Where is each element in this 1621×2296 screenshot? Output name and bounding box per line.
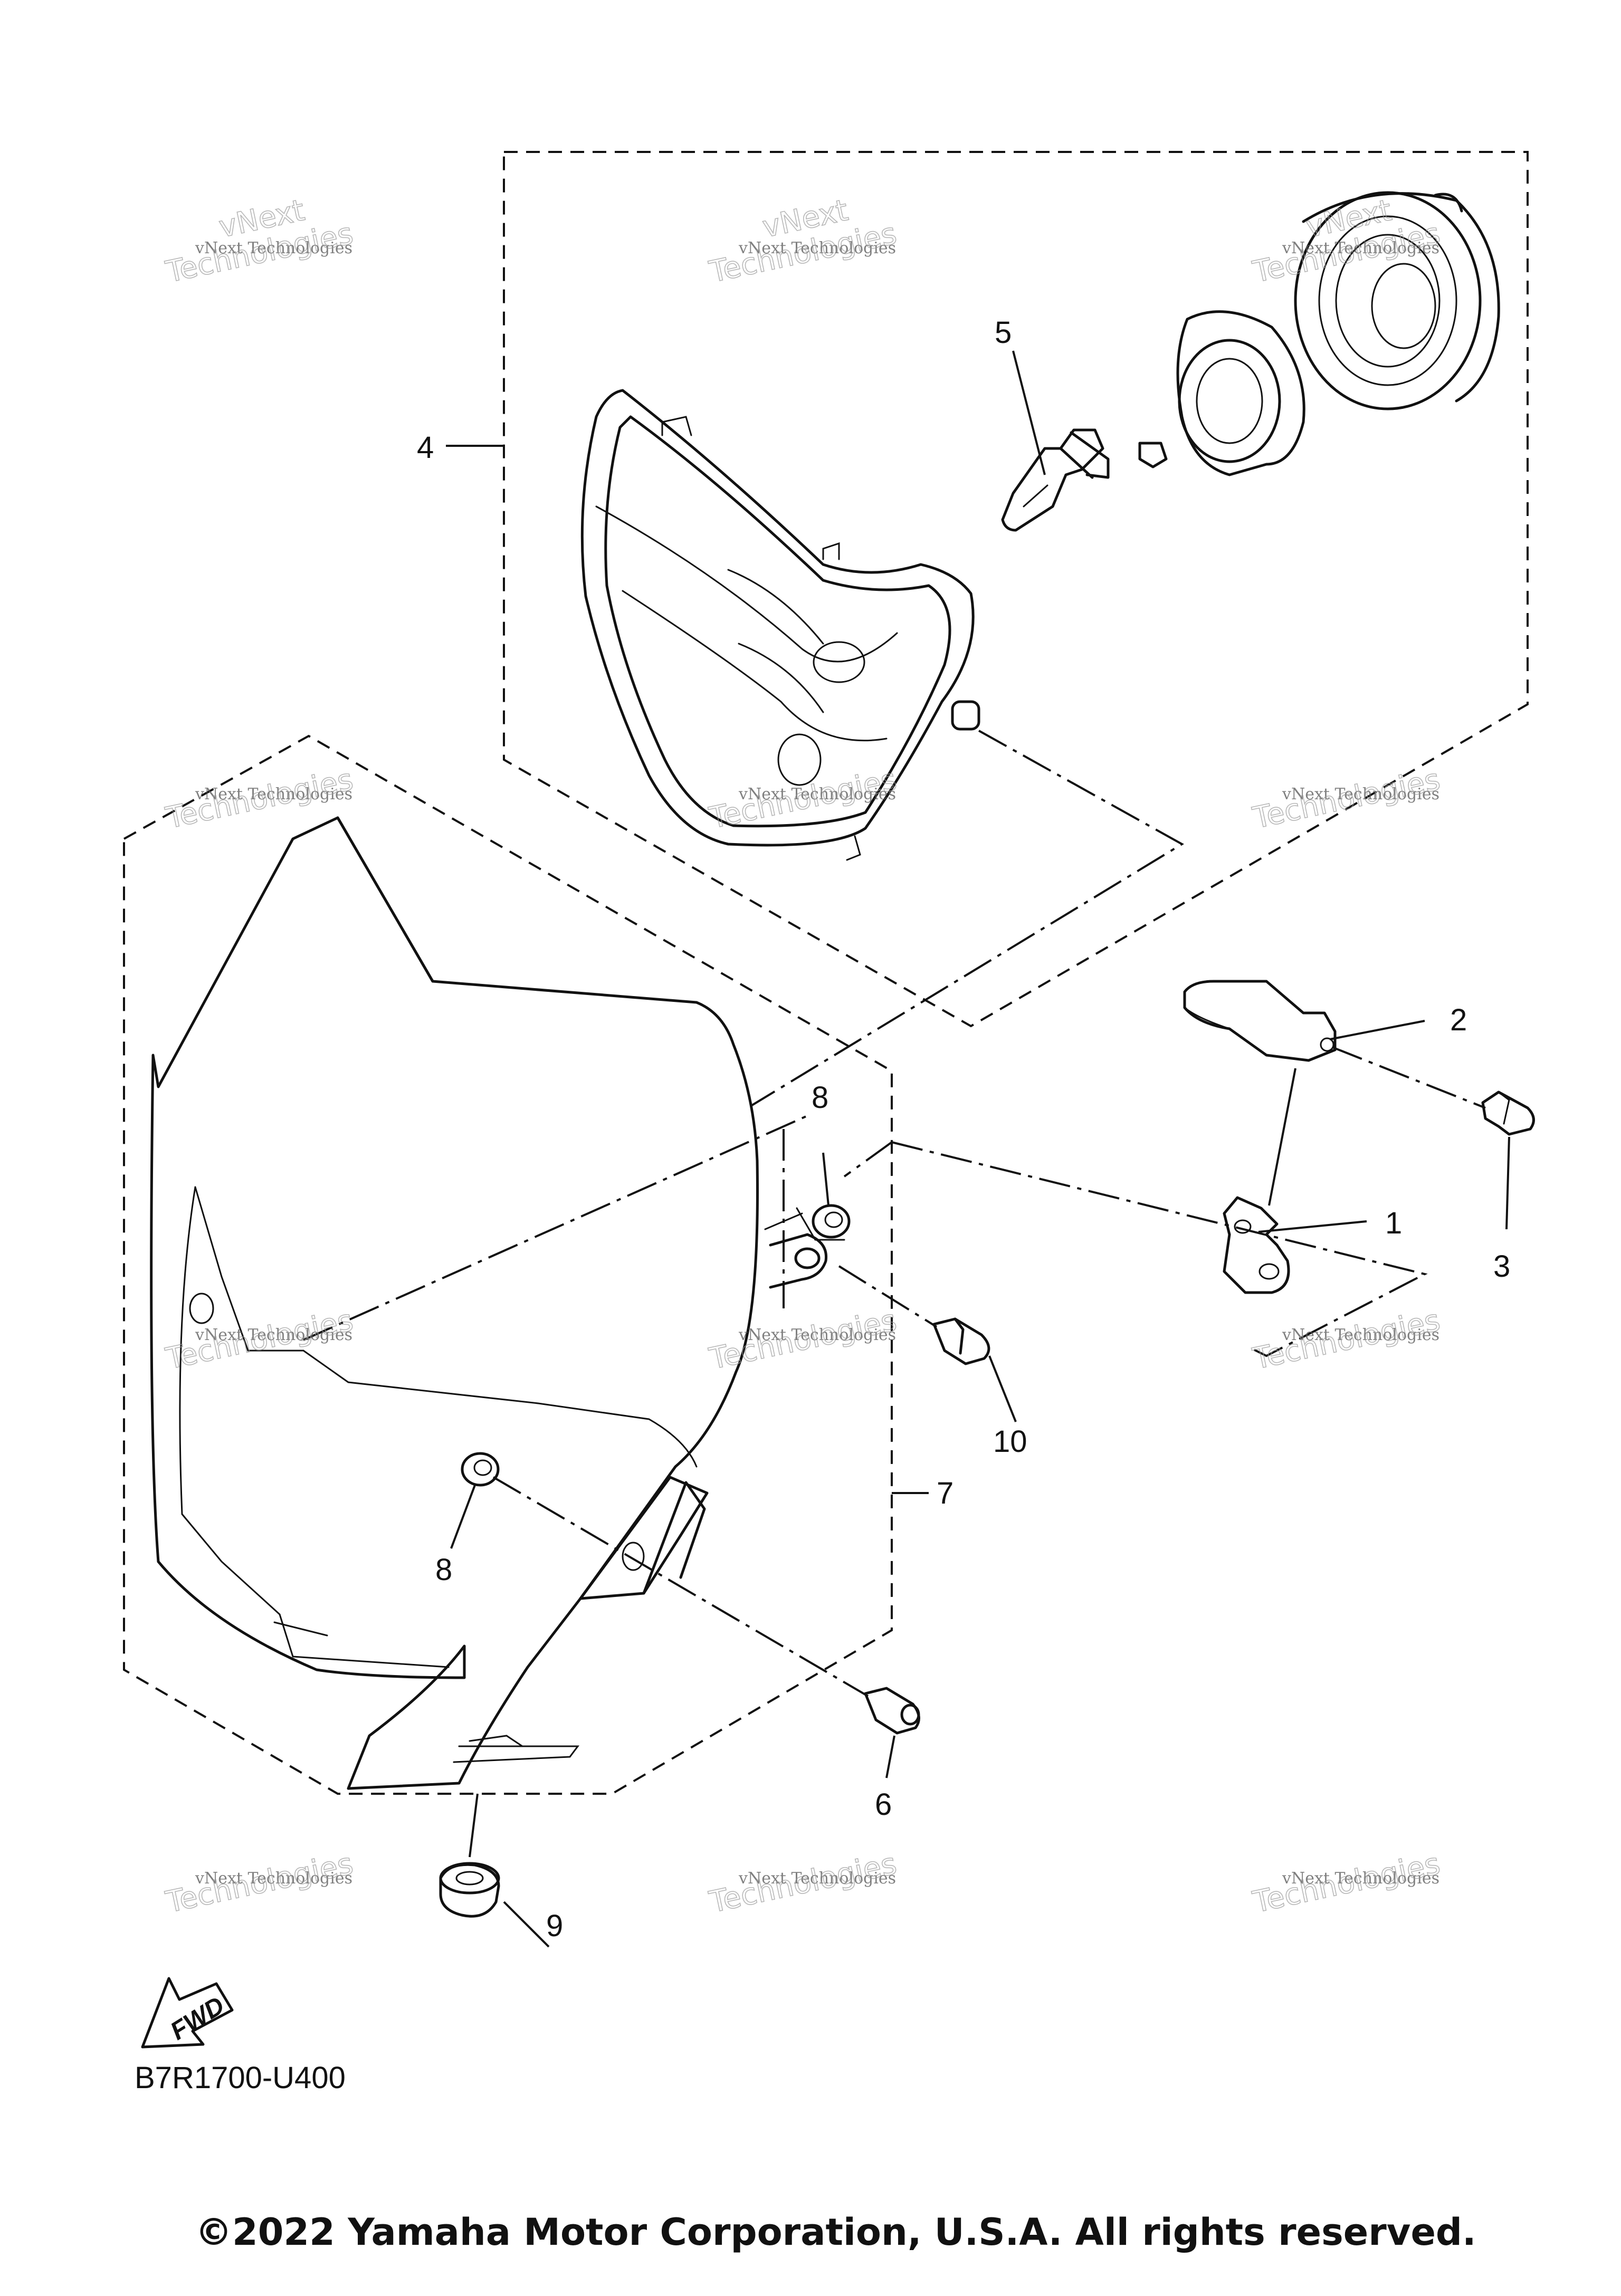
callout-10: 10 <box>993 1424 1027 1459</box>
headlight-bulb <box>1001 428 1168 532</box>
connector-line-headlight <box>751 730 1184 1106</box>
watermark-outline: Technologies <box>163 1847 356 1920</box>
watermark-outline: Technologies <box>1250 762 1443 836</box>
leader-5 <box>1012 350 1046 475</box>
callout-7: 7 <box>937 1476 953 1510</box>
watermark-text: vNext Technologies <box>738 239 896 257</box>
headlight-assembly-box <box>503 151 1529 1028</box>
leader-9 <box>503 1901 550 1948</box>
callout-9: 9 <box>546 1909 563 1943</box>
watermark-text: vNext Technologies <box>738 1326 896 1344</box>
leader-2 <box>1329 1020 1425 1040</box>
leader-10 <box>988 1355 1017 1422</box>
screw-6 <box>864 1687 920 1735</box>
connector-line-cover <box>303 1115 808 1341</box>
watermark-text: vNext Technologies <box>738 785 896 803</box>
watermark-text: vNext Technologies <box>1282 1869 1439 1888</box>
callout-8-lower: 8 <box>435 1553 452 1587</box>
connector-line-bracket-stay <box>1268 1068 1296 1206</box>
callout-1: 1 <box>1385 1206 1402 1240</box>
leader-8a <box>822 1152 829 1206</box>
callout-4: 4 <box>417 430 434 465</box>
connector-line-bolt10 <box>838 1265 938 1328</box>
grommet-9 <box>439 1862 500 1918</box>
watermark-text: vNext Technologies <box>195 239 352 257</box>
bracket-upper <box>1183 980 1337 1062</box>
rear-housing <box>1294 191 1500 410</box>
connector-line-9 <box>469 1793 479 1858</box>
watermark-outline: Technologies <box>706 1847 899 1920</box>
grommet-8-lower <box>461 1452 500 1487</box>
watermark-text: vNext Technologies <box>195 1869 352 1888</box>
watermark-text: vNext Technologies <box>738 1869 896 1888</box>
headlight-cover <box>150 816 828 1790</box>
watermark-text: vNext Technologies <box>195 785 352 803</box>
leader-6 <box>885 1735 895 1778</box>
callout-5: 5 <box>995 315 1012 350</box>
watermark-outline: Technologies <box>1250 1847 1443 1920</box>
connector-line-stay <box>843 1141 1428 1357</box>
watermark-text: vNext Technologies <box>1282 239 1439 257</box>
connector-line-screw6 <box>492 1476 869 1697</box>
leader-1 <box>1258 1220 1367 1233</box>
diagram-code: B7R1700-U400 <box>135 2061 346 2095</box>
copyright-notice: ©2022 Yamaha Motor Corporation, U.S.A. A… <box>195 2211 1476 2254</box>
watermark-text: vNext Technologies <box>1282 1326 1439 1344</box>
bolt-10 <box>932 1317 990 1365</box>
callout-8-upper: 8 <box>812 1080 828 1115</box>
leader-3 <box>1505 1136 1510 1230</box>
bolt-3 <box>1481 1090 1535 1136</box>
fwd-arrow-icon: FWD <box>141 1977 234 2049</box>
headlight-cover-assembly-box <box>123 734 893 1795</box>
watermark-outline: Technologies <box>706 1303 899 1376</box>
callout-3: 3 <box>1493 1249 1510 1284</box>
stay-plate <box>1223 1196 1290 1294</box>
watermark-outline: Technologies <box>163 762 356 836</box>
callout-2: 2 <box>1450 1003 1467 1037</box>
watermark-text: vNext Technologies <box>195 1326 352 1344</box>
headlight-unit <box>580 389 980 861</box>
connector-line-bracket-bolt <box>1332 1046 1486 1109</box>
grommet-8-upper <box>796 1204 851 1241</box>
bulb-seal <box>1176 310 1305 476</box>
callout-6: 6 <box>875 1787 892 1822</box>
watermark-text: vNext Technologies <box>1282 785 1439 803</box>
watermark-outline: Technologies <box>163 1303 356 1376</box>
leader-8b <box>450 1485 476 1549</box>
